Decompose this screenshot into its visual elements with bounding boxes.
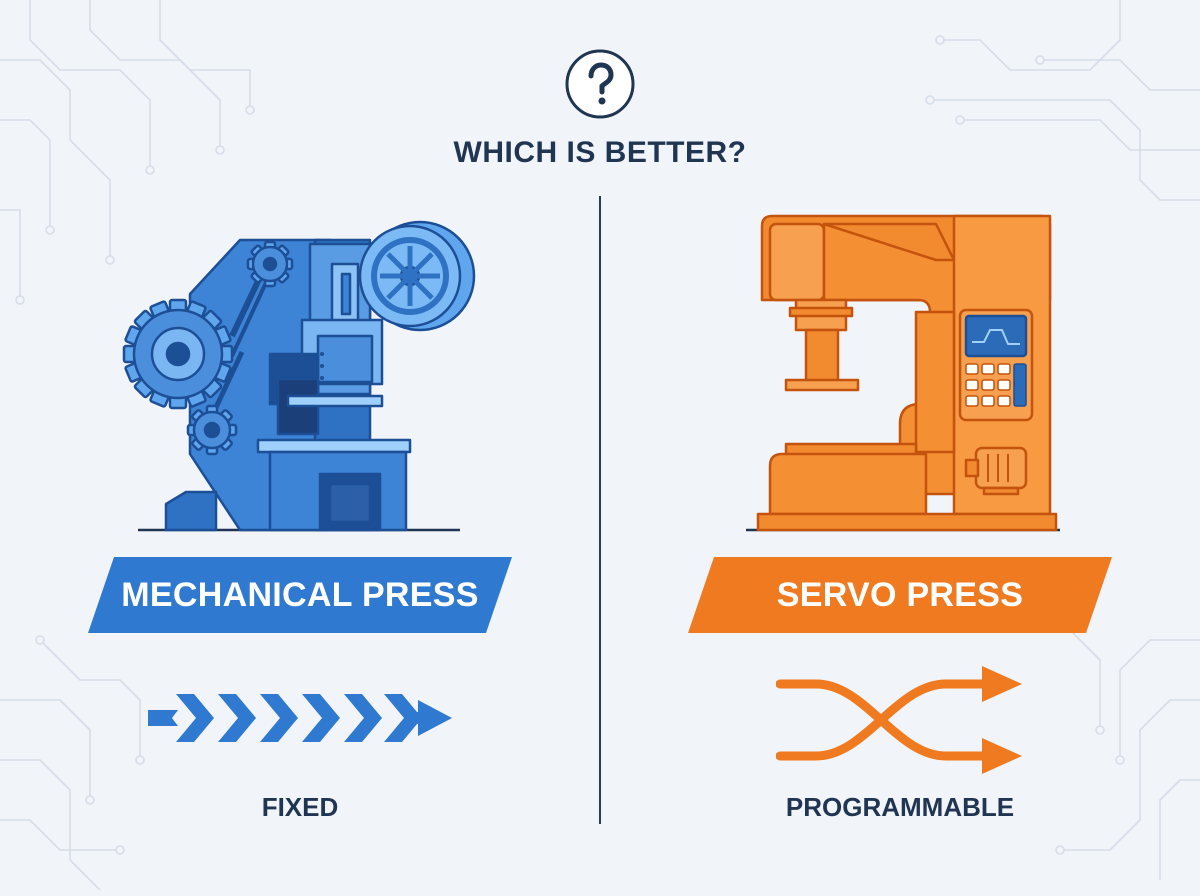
chevron-arrows-icon (148, 694, 452, 742)
programmable-caption: PROGRAMMABLE (785, 792, 1015, 822)
fixed-caption: FIXED (261, 792, 339, 822)
center-divider (599, 196, 601, 824)
mechanical-press-banner: MECHANICAL PRESS (88, 557, 512, 633)
servo-press-banner: SERVO PRESS (688, 557, 1112, 633)
servo-press-icon (746, 214, 1060, 532)
page-title: WHICH IS BETTER? (453, 136, 747, 169)
mechanical-press-icon (122, 220, 476, 532)
crossing-arrows-icon (776, 666, 1022, 774)
question-mark-circle-icon (565, 49, 635, 119)
